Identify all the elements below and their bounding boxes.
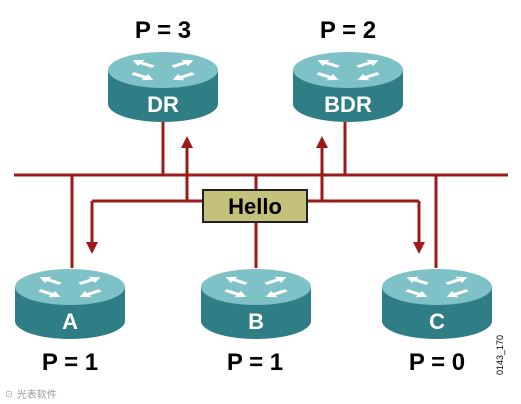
router-icon xyxy=(201,269,311,339)
arrow-icon xyxy=(357,72,380,81)
arrow-icon xyxy=(171,59,194,68)
router-icon xyxy=(15,269,125,339)
arrow-icon xyxy=(38,289,61,298)
priority-bdr: P = 2 xyxy=(320,17,376,44)
arrow-icon xyxy=(78,276,101,285)
arrow-icon xyxy=(316,72,339,81)
hello-packet: Hello xyxy=(202,189,308,223)
arrow-icon xyxy=(406,276,429,285)
figure-code: 0143_170 xyxy=(495,335,505,375)
arrow-icon xyxy=(39,276,62,285)
priority-dr: P = 3 xyxy=(135,17,191,44)
priority-b: P = 1 xyxy=(227,349,283,376)
router-label-a: A xyxy=(62,309,78,334)
router-icon xyxy=(108,52,218,122)
arrow-icon xyxy=(356,59,379,68)
router-b: B xyxy=(201,269,311,339)
arrow-icon xyxy=(265,289,288,298)
router-a: A xyxy=(15,269,125,339)
router-icon xyxy=(382,269,492,339)
hello-box xyxy=(202,189,308,223)
router-label-bdr: BDR xyxy=(324,92,372,117)
arrow-icon xyxy=(79,289,102,298)
arrow-icon xyxy=(132,59,155,68)
arrow-icon xyxy=(317,59,340,68)
priority-a: P = 1 xyxy=(42,349,98,376)
router-label-dr: DR xyxy=(147,92,179,117)
router-label-b: B xyxy=(248,309,264,334)
arrow-icon xyxy=(405,289,428,298)
router-icon xyxy=(293,52,403,122)
arrow-icon xyxy=(131,72,154,81)
arrow-icon xyxy=(172,72,195,81)
arrow-icon xyxy=(264,276,287,285)
router-c: C xyxy=(382,269,492,339)
priority-c: P = 0 xyxy=(409,349,465,376)
hello-label: Hello xyxy=(228,194,282,219)
router-dr: DR xyxy=(108,52,218,122)
router-bdr: BDR xyxy=(293,52,403,122)
arrow-icon xyxy=(224,289,247,298)
arrow-icon xyxy=(446,289,469,298)
arrow-icon xyxy=(225,276,248,285)
hello-arrows xyxy=(86,136,425,254)
router-label-c: C xyxy=(429,309,445,334)
arrow-icon xyxy=(445,276,468,285)
watermark-text: ☉ 光表软件 xyxy=(4,388,57,401)
